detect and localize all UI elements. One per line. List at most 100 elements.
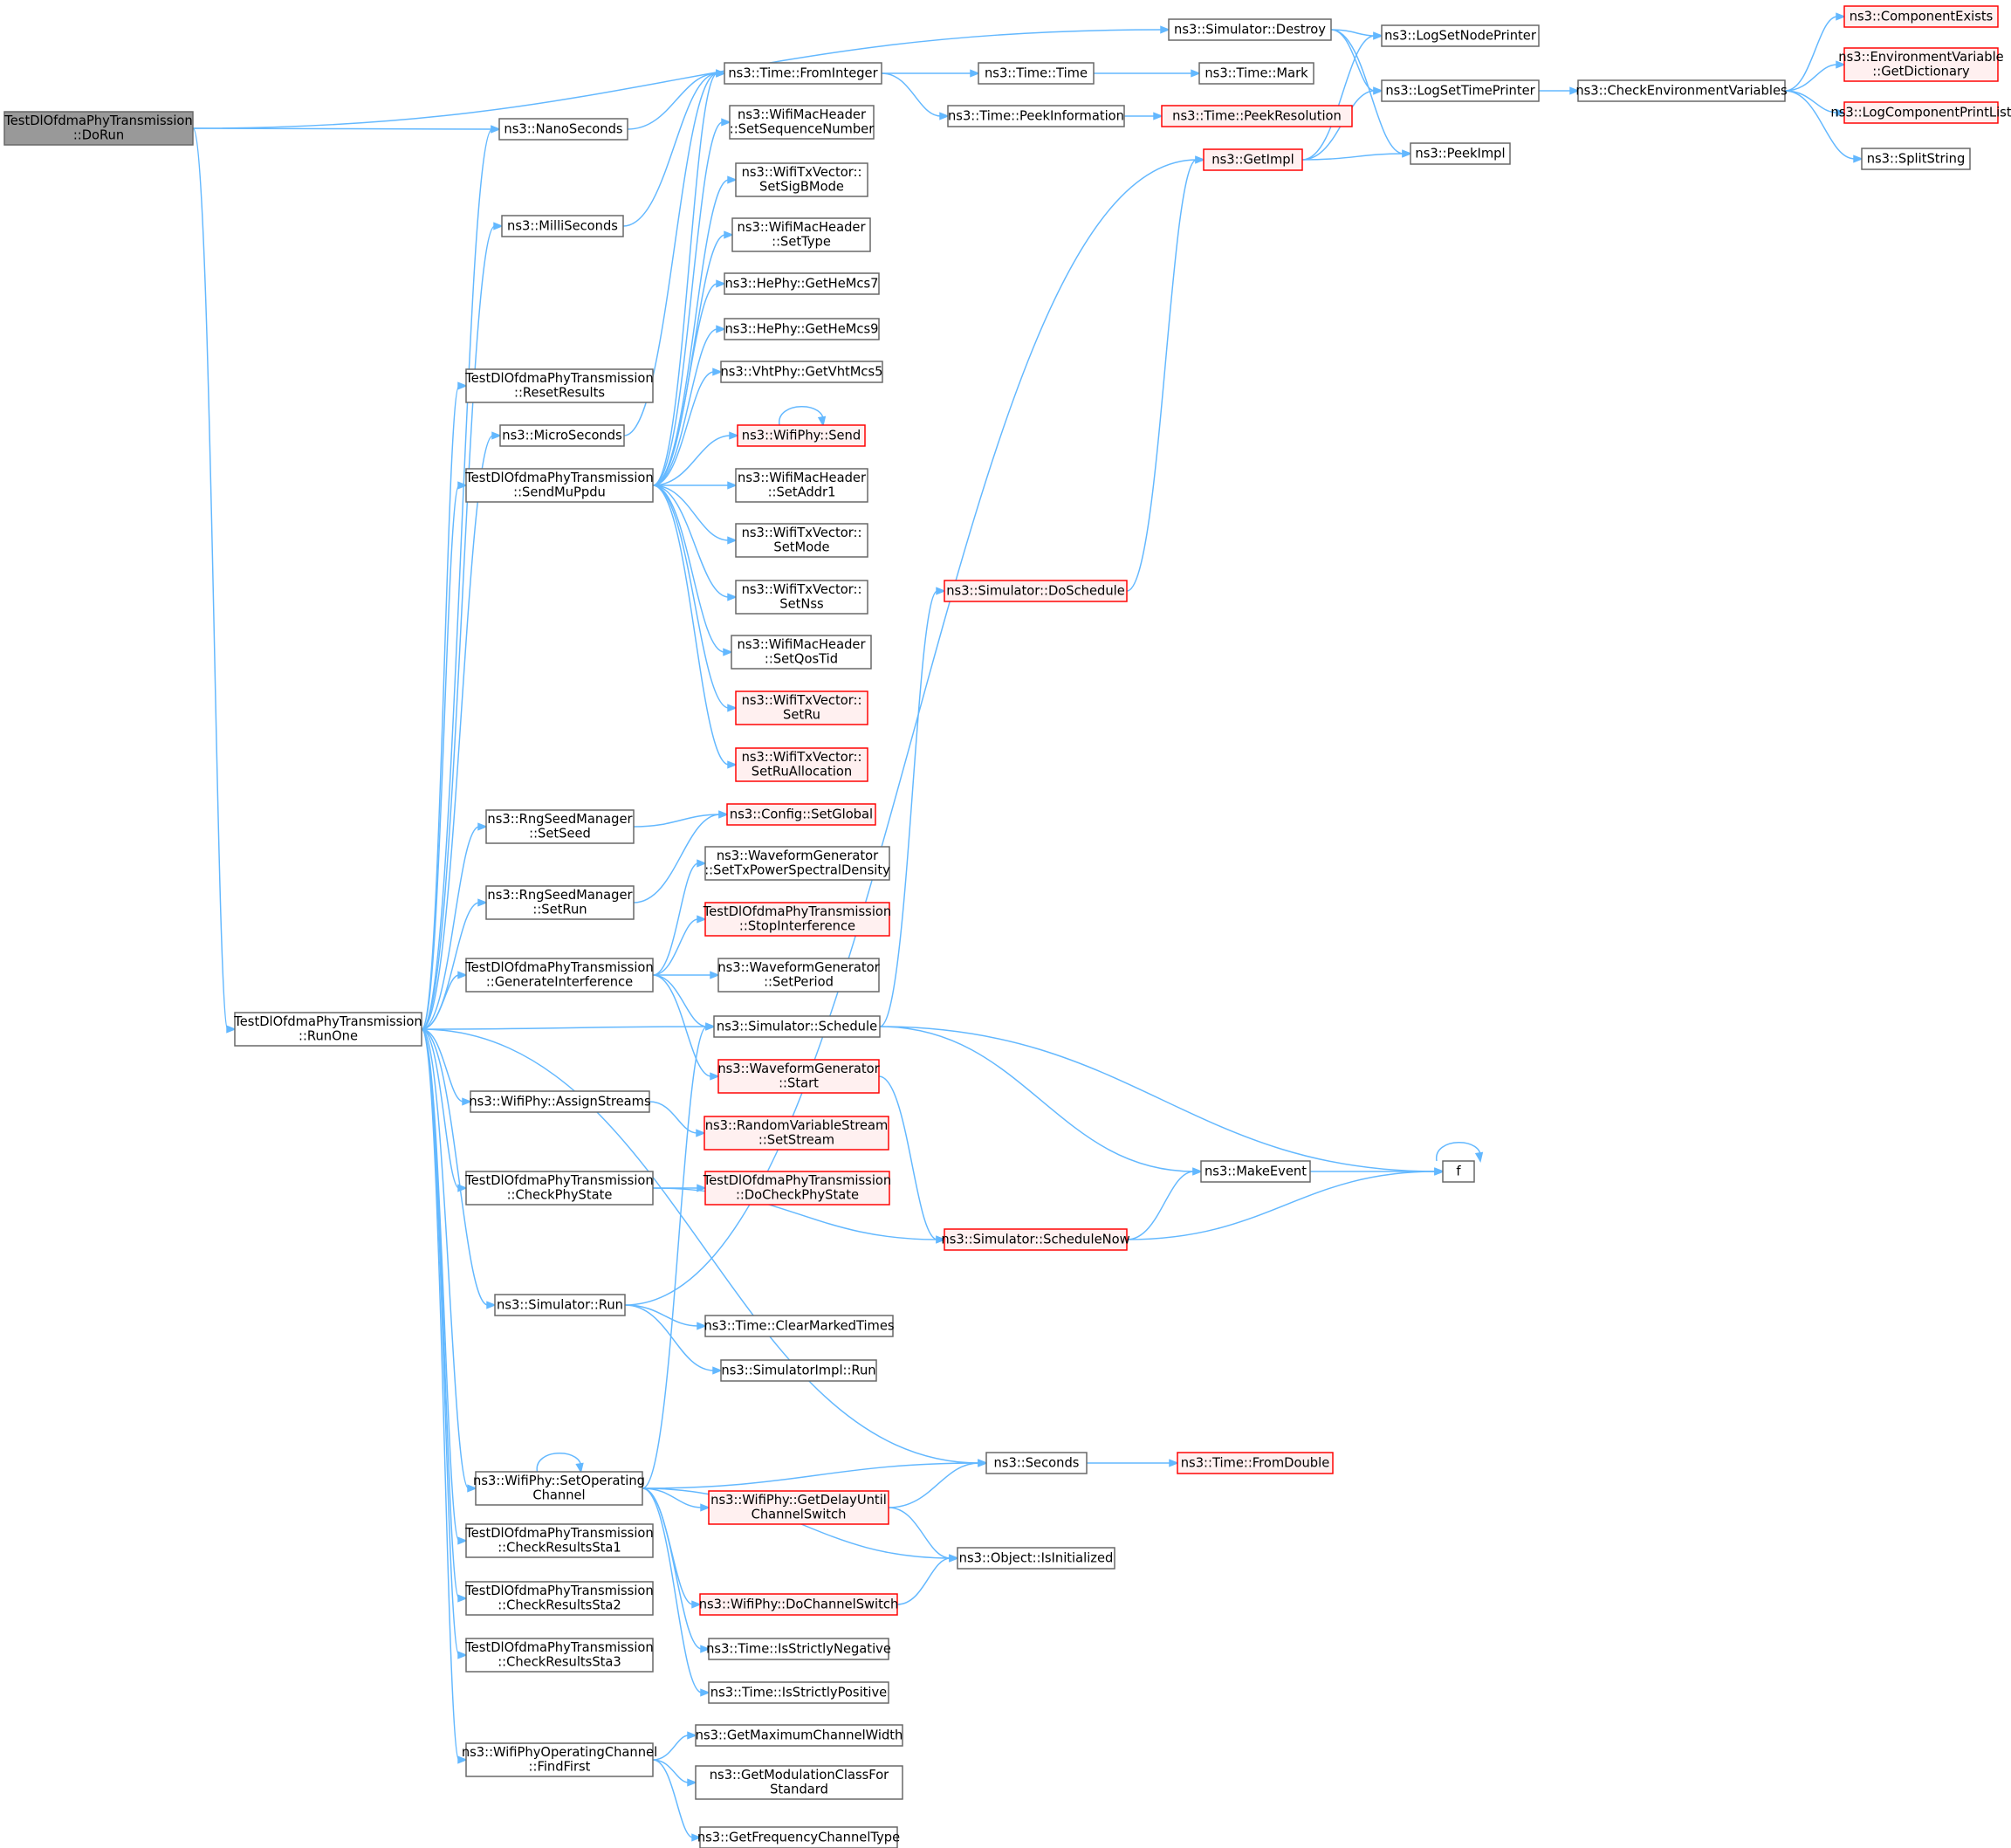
- node-box: [465, 1171, 654, 1206]
- node-label-line: ::CheckResultsSta3: [498, 1655, 621, 1670]
- edge-line: [421, 1028, 489, 1306]
- edge-root-to-nanoseconds: [192, 125, 501, 134]
- node-f[interactable]: f: [1442, 1160, 1475, 1183]
- node-genintf[interactable]: TestDlOfdmaPhyTransmission::GenerateInte…: [464, 958, 654, 993]
- node-schedule[interactable]: ns3::Simulator::Schedule: [713, 1015, 881, 1038]
- edge-delayuntil-to-seconds: [888, 1459, 988, 1508]
- node-strictneg[interactable]: ns3::Time::IsStrictlyNegative: [706, 1638, 891, 1660]
- node-hemcs9[interactable]: ns3::HePhy::GetHeMcs9: [724, 318, 880, 340]
- node-label-line: ns3::WaveformGenerator: [717, 848, 879, 863]
- node-getimpl[interactable]: ns3::GetImpl: [1203, 148, 1303, 171]
- node-setmode[interactable]: ns3::WifiTxVector::SetMode: [735, 523, 868, 558]
- node-timetime[interactable]: ns3::Time::Time: [978, 62, 1095, 85]
- node-strictpos[interactable]: ns3::Time::IsStrictlyPositive: [708, 1681, 889, 1704]
- node-maxwidth[interactable]: ns3::GetMaximumChannelWidth: [695, 1724, 903, 1747]
- node-check2[interactable]: TestDlOfdmaPhyTransmission::CheckResults…: [464, 1581, 654, 1616]
- node-peekres[interactable]: ns3::Time::PeekResolution: [1161, 105, 1353, 127]
- node-simrun[interactable]: ns3::Simulator::Run: [494, 1294, 626, 1316]
- edge-line: [652, 484, 730, 541]
- node-splitstr[interactable]: ns3::SplitString: [1861, 148, 1971, 170]
- node-schednow[interactable]: ns3::Simulator::ScheduleNow: [941, 1228, 1130, 1251]
- node-label-line: ::SetPeriod: [764, 975, 834, 990]
- node-logcomp[interactable]: ns3::LogComponentPrintList: [1830, 101, 2011, 124]
- node-rngrun[interactable]: ns3::RngSeedManager::SetRun: [485, 885, 635, 920]
- edge-arrowhead: [978, 1459, 988, 1467]
- node-stopintf[interactable]: TestDlOfdmaPhyTransmission::StopInterfer…: [703, 902, 891, 937]
- node-label-line: ns3::RngSeedManager: [487, 812, 633, 827]
- node-label-line: ::SetQosTid: [765, 652, 838, 667]
- node-hemcs7[interactable]: ns3::HePhy::GetHeMcs7: [724, 272, 880, 295]
- node-fromint[interactable]: ns3::Time::FromInteger: [724, 62, 882, 85]
- node-assign[interactable]: ns3::WifiPhy::AssignStreams: [469, 1090, 651, 1113]
- edge-arrowhead: [687, 1731, 697, 1740]
- node-rualloc[interactable]: ns3::WifiTxVector::SetRuAllocation: [735, 747, 868, 782]
- node-docheck[interactable]: TestDlOfdmaPhyTransmission::DoCheckPhySt…: [703, 1171, 891, 1206]
- node-check1[interactable]: TestDlOfdmaPhyTransmission::CheckResults…: [464, 1523, 654, 1558]
- node-lognode[interactable]: ns3::LogSetNodePrinter: [1381, 24, 1540, 47]
- node-destroy[interactable]: ns3::Simulator::Destroy: [1168, 18, 1332, 41]
- node-implrun[interactable]: ns3::SimulatorImpl::Run: [720, 1359, 877, 1382]
- edge-arrowhead: [493, 222, 504, 230]
- edge-arrowhead: [721, 118, 731, 127]
- node-rngseed[interactable]: ns3::RngSeedManager::SetSeed: [485, 809, 635, 844]
- node-seqnum[interactable]: ns3::WifiMacHeader::SetSequenceNumber: [729, 105, 875, 140]
- edge-genintf-to-setperiod: [653, 971, 720, 979]
- node-setstream[interactable]: ns3::RandomVariableStream::SetStream: [704, 1116, 889, 1151]
- node-fromdouble[interactable]: ns3::Time::FromDouble: [1177, 1452, 1334, 1474]
- node-milli[interactable]: ns3::MilliSeconds: [501, 215, 624, 237]
- edge-sendmu-to-hemcs9: [652, 325, 726, 486]
- edge-runone-to-assign: [421, 1028, 472, 1106]
- node-wifisend[interactable]: ns3::WifiPhy::Send: [737, 424, 866, 447]
- node-clearmark[interactable]: ns3::Time::ClearMarkedTimes: [704, 1315, 895, 1337]
- node-box: [1161, 105, 1353, 127]
- node-doschedule[interactable]: ns3::Simulator::DoSchedule: [944, 580, 1128, 602]
- node-txpsd[interactable]: ns3::WaveformGenerator::SetTxPowerSpectr…: [704, 846, 890, 881]
- node-label-line: ns3::Seconds: [994, 1455, 1080, 1470]
- node-timemark[interactable]: ns3::Time::Mark: [1198, 62, 1314, 85]
- edge-arrowhead: [491, 125, 501, 134]
- node-setnss[interactable]: ns3::WifiTxVector::SetNss: [735, 580, 868, 615]
- node-settype[interactable]: ns3::WifiMacHeader::SetType: [731, 217, 871, 252]
- node-wgstart[interactable]: ns3::WaveformGenerator::Start: [717, 1059, 881, 1094]
- node-vhtmcs5[interactable]: ns3::VhtPhy::GetVhtMcs5: [720, 361, 883, 383]
- node-isinit[interactable]: ns3::Object::IsInitialized: [957, 1547, 1115, 1570]
- edge-line: [192, 127, 229, 1030]
- node-addr1[interactable]: ns3::WifiMacHeader::SetAddr1: [735, 468, 868, 503]
- edge-line: [888, 1507, 951, 1559]
- edge-rngrun-to-setglobal: [633, 810, 729, 903]
- node-sendmu[interactable]: TestDlOfdmaPhyTransmission::SendMuPpdu: [464, 468, 654, 503]
- node-checkstate[interactable]: TestDlOfdmaPhyTransmission::CheckPhyStat…: [464, 1171, 654, 1206]
- node-envvar[interactable]: ns3::EnvironmentVariable::GetDictionary: [1838, 47, 2004, 82]
- node-label-line: ns3::HePhy::GetHeMcs7: [725, 276, 879, 291]
- node-logtime[interactable]: ns3::LogSetTimePrinter: [1381, 79, 1540, 102]
- node-seconds[interactable]: ns3::Seconds: [985, 1452, 1088, 1474]
- node-root[interactable]: TestDlOfdmaPhyTransmission::DoRun: [3, 111, 194, 146]
- node-label-line: ns3::CheckEnvironmentVariables: [1575, 83, 1787, 98]
- node-peekinfo[interactable]: ns3::Time::PeekInformation: [947, 105, 1125, 127]
- node-findfirst[interactable]: ns3::WifiPhyOperatingChannel::FindFirst: [462, 1742, 657, 1777]
- edge-wgstart-to-schednow: [878, 1075, 946, 1244]
- node-setperiod[interactable]: ns3::WaveformGenerator::SetPeriod: [717, 958, 881, 993]
- node-compexists[interactable]: ns3::ComponentExists: [1843, 5, 1999, 28]
- node-check3[interactable]: TestDlOfdmaPhyTransmission::CheckResults…: [464, 1638, 654, 1673]
- node-box: [724, 62, 882, 85]
- node-sigb[interactable]: ns3::WifiTxVector::SetSigBMode: [735, 162, 868, 197]
- node-dochsw[interactable]: ns3::WifiPhy::DoChannelSwitch: [699, 1593, 899, 1616]
- node-resetres[interactable]: TestDlOfdmaPhyTransmission::ResetResults: [464, 368, 654, 403]
- node-runone[interactable]: TestDlOfdmaPhyTransmission::RunOne: [233, 1012, 422, 1047]
- node-qostid[interactable]: ns3::WifiMacHeader::SetQosTid: [731, 635, 872, 670]
- node-label-line: f: [1456, 1164, 1461, 1178]
- node-nanoseconds[interactable]: ns3::NanoSeconds: [498, 118, 628, 141]
- node-checkenv[interactable]: ns3::CheckEnvironmentVariables: [1575, 79, 1788, 102]
- node-label-line: ::GetDictionary: [1872, 65, 1970, 79]
- node-micro[interactable]: ns3::MicroSeconds: [499, 424, 625, 447]
- node-makeevent[interactable]: ns3::MakeEvent: [1200, 1160, 1311, 1183]
- edge-sendmu-to-seqnum: [652, 118, 731, 486]
- node-setru[interactable]: ns3::WifiTxVector::SetRu: [735, 690, 868, 725]
- node-freqtype[interactable]: ns3::GetFrequencyChannelType: [697, 1826, 900, 1848]
- node-peekimpl[interactable]: ns3::PeekImpl: [1410, 142, 1511, 165]
- node-setglobal[interactable]: ns3::Config::SetGlobal: [726, 803, 876, 826]
